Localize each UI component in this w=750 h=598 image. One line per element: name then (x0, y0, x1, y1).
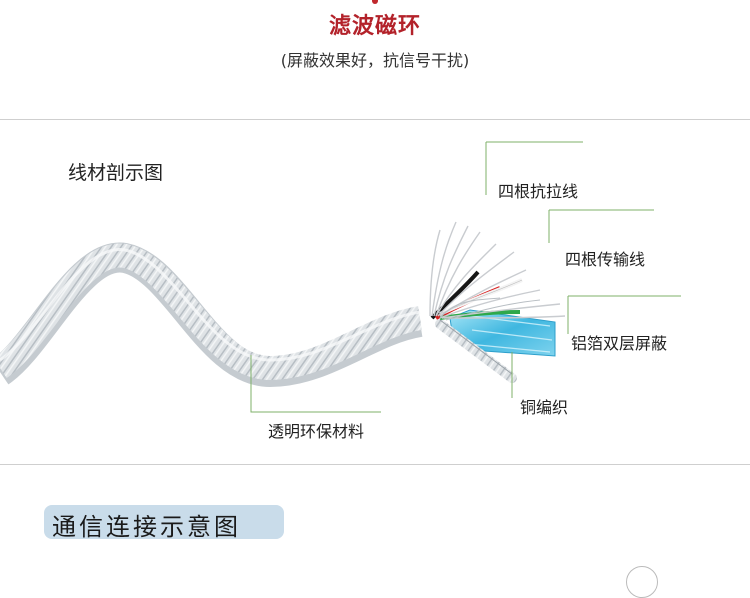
section-heading: 线材剖示图 (68, 162, 164, 184)
label-tensile-wires: 四根抗拉线 (498, 182, 579, 201)
label-jacket: 透明环保材料 (268, 422, 365, 441)
section-badge (44, 505, 284, 539)
callout-leaders (250, 141, 681, 413)
cable-cross-section-illustration (0, 141, 681, 413)
label-foil-shield: 铝箔双层屏蔽 (571, 334, 668, 353)
section-badge-label: 通信连接示意图 (52, 513, 241, 541)
page-title: 滤波磁环 (328, 14, 421, 39)
circle-icon (626, 566, 658, 598)
top-accent-dot (372, 0, 378, 4)
divider-top (0, 119, 750, 120)
page-subtitle: (屏蔽效果好，抗信号干扰) (280, 51, 470, 70)
tensile-strands (429, 221, 566, 319)
label-transmission-wires: 四根传输线 (565, 250, 646, 269)
divider-bottom (0, 464, 750, 465)
cable-jacket-braid (0, 243, 423, 381)
copper-braid-strand (435, 319, 517, 383)
label-copper-braid: 铜编织 (520, 398, 569, 417)
